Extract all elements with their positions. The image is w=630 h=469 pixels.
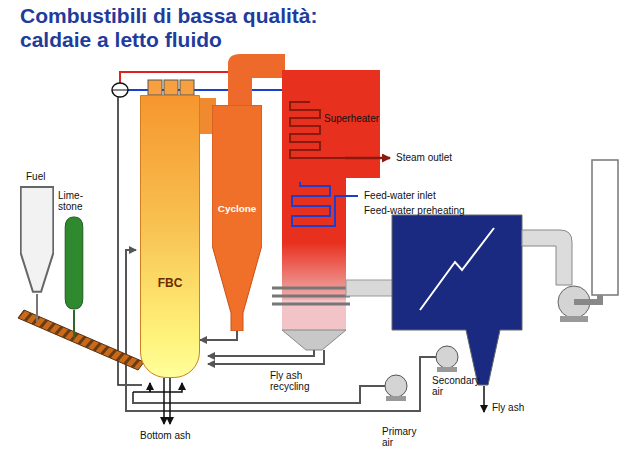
recycling-line <box>208 350 324 364</box>
steam-drum <box>112 83 128 97</box>
secondary-air-fan <box>436 346 458 368</box>
fan-base <box>386 396 406 401</box>
fuel-node: Fuel <box>20 186 54 294</box>
part-label: Primary air <box>382 426 422 448</box>
primary-air-line <box>133 386 385 403</box>
part-label: Superheater <box>324 113 379 124</box>
stack <box>592 160 618 295</box>
limestone-silo <box>65 217 83 309</box>
air-heater <box>272 288 350 304</box>
fuel-silo <box>21 187 54 292</box>
primary-air-nozzle <box>149 383 151 392</box>
esp-discharge-symbol <box>420 228 494 310</box>
part-label: Bottom ash <box>140 430 191 441</box>
preheater-coil <box>292 182 358 226</box>
cyclone-body <box>212 105 262 331</box>
steam-outlet-arrow <box>345 157 390 160</box>
lime-label: Lime- stone <box>58 190 90 212</box>
part-label: Secondary air <box>432 375 480 397</box>
cyclone-outlet-duct <box>228 54 285 106</box>
cyclone-shape <box>212 105 262 331</box>
primary-air-fan <box>385 375 407 397</box>
superheater-coil <box>290 102 345 158</box>
part-label: Feed-water preheating <box>364 205 465 216</box>
diagram-title: Combustibili di bassa qualità: caldaie a… <box>20 4 360 52</box>
lime-shape <box>63 216 85 310</box>
fuel-label: Fuel <box>26 171 45 182</box>
recycle-connector <box>200 331 237 340</box>
fuel-shape <box>20 186 54 294</box>
cyclone-node: Cyclone <box>212 105 262 331</box>
part-label: Feed-water inlet <box>364 190 436 201</box>
flue-duct <box>346 280 394 296</box>
fbc-cap <box>148 80 162 95</box>
cyclone-label: Cyclone <box>212 203 262 214</box>
downcomer <box>118 97 142 385</box>
bottom-ash-arrow <box>163 378 165 424</box>
fan-base <box>560 316 588 322</box>
bottom-ash-arrow <box>169 378 171 424</box>
drum-level <box>112 90 128 91</box>
part-label: Fly ash <box>492 402 524 413</box>
fbc-cap <box>164 80 178 95</box>
lime-node: Lime- stone <box>63 216 85 310</box>
ash-hopper <box>282 330 346 350</box>
fbc-label: FBC <box>141 276 199 290</box>
fan-outlet <box>574 295 600 302</box>
fly-ash-arrow <box>483 386 485 412</box>
fan-base <box>437 367 457 372</box>
electrostatic-precipitator <box>392 215 522 385</box>
fbc-cap <box>180 80 194 95</box>
part-label: Fly ash recycling <box>270 370 332 392</box>
primary-air-nozzles <box>133 383 182 392</box>
induced-draft-duct <box>522 230 572 285</box>
fuel-chute <box>36 294 38 322</box>
backpass <box>282 70 380 300</box>
part-label: Steam outlet <box>396 152 452 163</box>
recycling-line <box>208 350 314 356</box>
fbc-node: FBC <box>140 95 200 378</box>
limestone-chute <box>73 310 75 338</box>
